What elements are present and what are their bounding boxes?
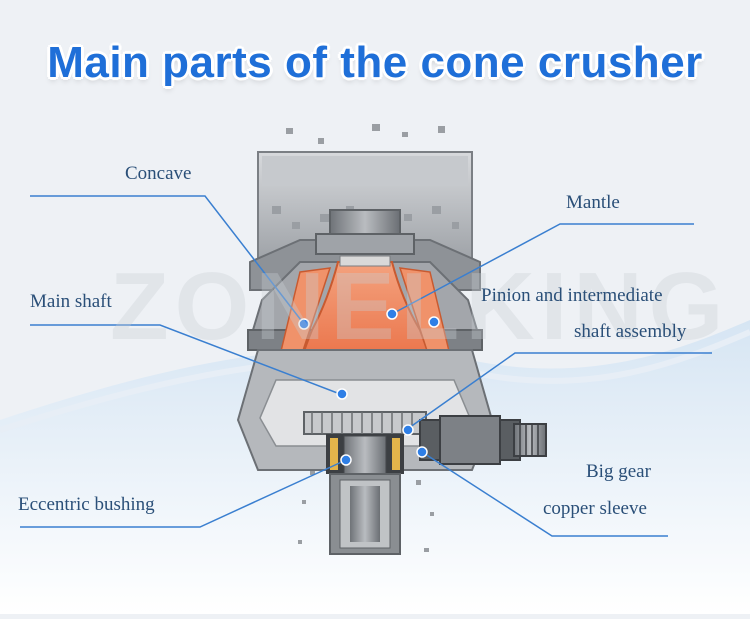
marker-mantle-right [428,316,440,328]
marker-big-gear [416,446,428,458]
leader-line-main-shaft [30,324,341,395]
leader-lines [20,195,712,537]
marker-eccentric [340,454,352,466]
marker-concave [298,318,310,330]
leader-line-mantle [391,223,694,315]
marker-pinion [402,424,414,436]
label-big-gear-line2: copper sleeve [543,498,647,519]
leader-line-big-gear [421,451,668,537]
part-markers [298,308,440,466]
pinion-shaft-assembly [419,415,547,465]
lower-housing [329,473,401,555]
leader-line-eccentric [20,459,347,528]
marker-main-shaft [336,388,348,400]
leader-line-pinion [405,352,712,431]
label-pinion-line1: Pinion and intermediate [481,285,663,306]
label-mantle: Mantle [566,192,620,213]
page-title: Main parts of the cone crusher [47,38,703,87]
leader-line-concave [30,195,305,325]
label-concave: Concave [125,163,192,184]
mantle-head [339,255,391,267]
watermark: ZONELKING [110,253,730,360]
label-eccentric-bushing: Eccentric bushing [18,494,155,515]
feed-cone-cap [315,209,415,255]
label-main-shaft: Main shaft [30,291,112,312]
marker-mantle-left [386,308,398,320]
label-big-gear-line1: Big gear [586,461,651,482]
label-pinion-line2: shaft assembly [574,321,687,342]
